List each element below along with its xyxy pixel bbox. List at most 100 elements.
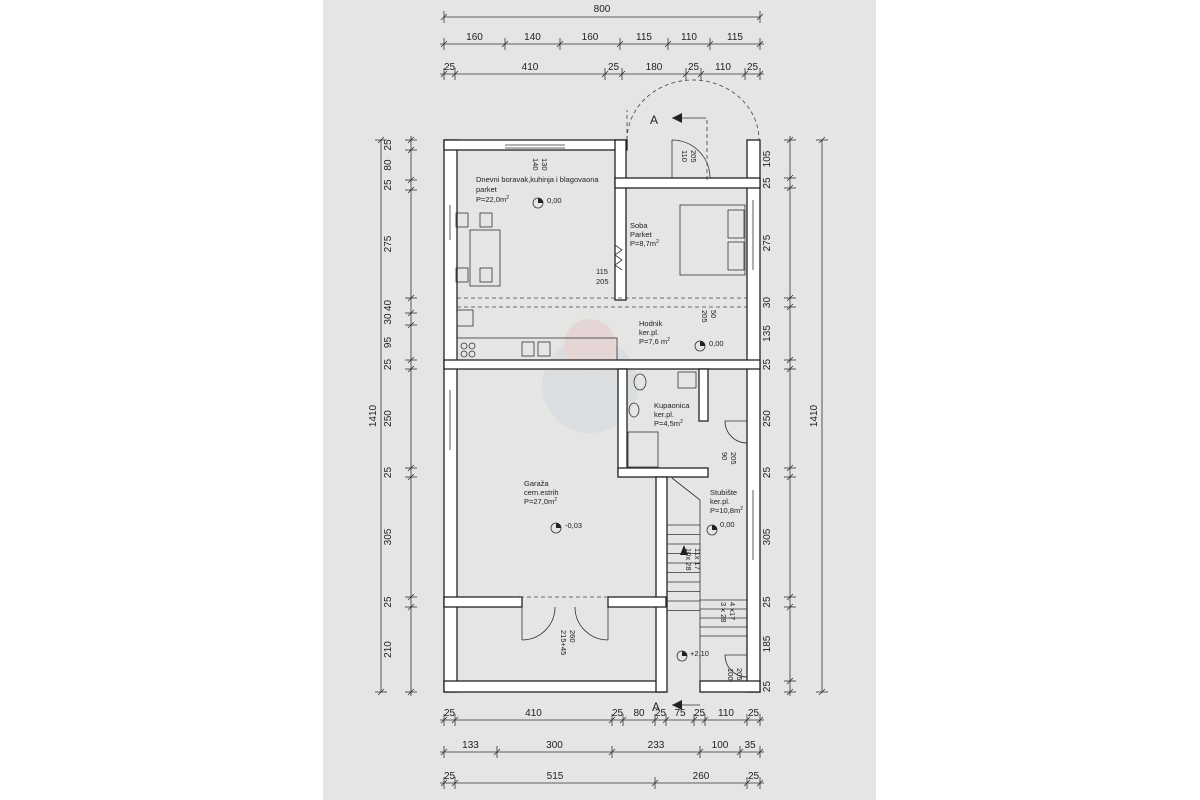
svg-text:P=10,8m2: P=10,8m2 <box>710 506 743 515</box>
window-top-width: 140 <box>531 158 540 171</box>
room-label-bedroom: Soba Parket P=8,7m2 <box>630 221 659 248</box>
dim-label: 133 <box>462 740 479 751</box>
dim-label: 75 <box>674 708 686 719</box>
room-floor-bedroom: Parket <box>630 230 653 239</box>
dim-label: 25 <box>748 708 760 719</box>
room-floor-stairs: ker.pl. <box>710 497 730 506</box>
level-marker-stairs: 0,00 <box>706 520 735 536</box>
dim-label: 35 <box>744 740 756 751</box>
door-bath-width: 90 <box>720 452 729 460</box>
dim-label: 30 <box>762 297 773 309</box>
dim-label: 25 <box>762 359 773 371</box>
wall-south <box>443 680 667 693</box>
svg-text:P=8,7m2: P=8,7m2 <box>630 239 659 248</box>
hidden-lines <box>457 79 760 598</box>
doors <box>521 139 748 678</box>
level-markers: 0,00 0,00 -0,03 0,00 +2,10 <box>532 196 735 662</box>
svg-text:P=27,0m2: P=27,0m2 <box>524 497 557 506</box>
dim-label: 260 <box>693 771 710 782</box>
bed <box>679 204 746 276</box>
room-name-living: Dnevni boravak,kuhinja i blagovaona <box>476 175 599 184</box>
wall-garage-south-b <box>607 596 667 608</box>
dim-label: 25 <box>748 771 760 782</box>
dim-label: 30 <box>383 313 394 325</box>
door-bedroom-entry-width: 110 <box>680 150 689 162</box>
room-name-garage: Garaža <box>524 479 549 488</box>
dim-label: 233 <box>648 740 665 751</box>
room-label-bathroom: Kupaonica ker.pl. P=4,5m2 <box>654 401 690 428</box>
shower <box>627 431 659 468</box>
level-living: 0,00 <box>547 196 562 205</box>
dim-label: 115 <box>727 32 743 43</box>
dim-label: 25 <box>608 62 620 73</box>
level-hall: 0,00 <box>709 339 724 348</box>
dim-left-total: 1410 <box>368 136 387 696</box>
windows <box>449 144 754 560</box>
dim-label: 115 <box>636 32 652 43</box>
level-stairs: 0,00 <box>720 520 735 529</box>
room-label-stairs: Stubište ker.pl. P=10,8m2 <box>710 488 743 515</box>
wall-bath-south <box>617 467 709 478</box>
dim-label: 410 <box>522 62 539 73</box>
dim-label: 25 <box>383 139 394 151</box>
room-label-living: Dnevni boravak,kuhinja i blagovaona park… <box>476 175 599 204</box>
room-label-hall: Hodnik ker.pl. P=7,6 m2 <box>639 319 670 346</box>
dim-label: 110 <box>715 62 731 73</box>
dim-label: 25 <box>762 467 773 479</box>
dim-label: 160 <box>466 32 483 43</box>
room-name-bathroom: Kupaonica <box>654 401 690 410</box>
room-label-garage: Garaža cem.estrih P=27,0m2 <box>524 479 559 506</box>
door-bath-height: 205 <box>729 452 738 465</box>
room-area-hall: P=7,6 m <box>639 337 667 346</box>
dim-label: 25 <box>383 179 394 191</box>
dim-label: 305 <box>762 528 773 545</box>
dim-label: 95 <box>383 337 394 349</box>
dim-label: 25 <box>762 177 773 189</box>
dim-top-total: 800 <box>440 4 764 23</box>
level-garage: -0,03 <box>565 521 582 530</box>
dim-label: 25 <box>444 771 456 782</box>
dim-total-label: 1410 <box>809 404 820 427</box>
fridge <box>456 309 474 327</box>
room-name-stairs: Stubište <box>710 488 737 497</box>
dim-label: 275 <box>383 235 394 252</box>
wall-east <box>746 139 761 693</box>
door-bedroom-entry <box>671 139 711 179</box>
dim-label: 25 <box>762 596 773 608</box>
door-entry <box>724 654 748 678</box>
dim-label: 25 <box>688 62 700 73</box>
dim-label: 250 <box>383 410 394 427</box>
dim-label: 25 <box>612 708 624 719</box>
dim-label: 25 <box>444 62 456 73</box>
section-label-bottom: A <box>652 700 660 714</box>
dim-total-label: 1410 <box>368 404 379 427</box>
window-top-height: 130 <box>540 158 549 171</box>
wall-stairs-west <box>655 476 668 693</box>
staircase <box>667 477 747 681</box>
dim-label: 25 <box>694 708 706 719</box>
dim-label: 250 <box>762 410 773 427</box>
door-bedroom-width: 115 <box>596 267 608 276</box>
entry-door-width: 100 <box>726 668 735 681</box>
level-marker-landing: +2,10 <box>676 649 709 662</box>
dim-label: 300 <box>546 740 563 751</box>
room-area-stairs: P=10,8m <box>710 506 740 515</box>
room-floor-bathroom: ker.pl. <box>654 410 674 419</box>
dim-label: 135 <box>762 325 773 342</box>
dim-label: 25 <box>762 681 773 693</box>
garage-door-right <box>574 606 609 641</box>
kitchen-counter <box>456 337 618 361</box>
wall-south-east <box>699 680 761 693</box>
garage-door-left <box>521 606 556 641</box>
room-floor-garage: cem.estrih <box>524 488 559 497</box>
dim-label: 110 <box>718 708 734 719</box>
dim-label: 305 <box>383 528 394 545</box>
dim-label: 25 <box>383 596 394 608</box>
dim-right-total: 1410 <box>809 136 828 696</box>
washbasin <box>628 402 640 418</box>
